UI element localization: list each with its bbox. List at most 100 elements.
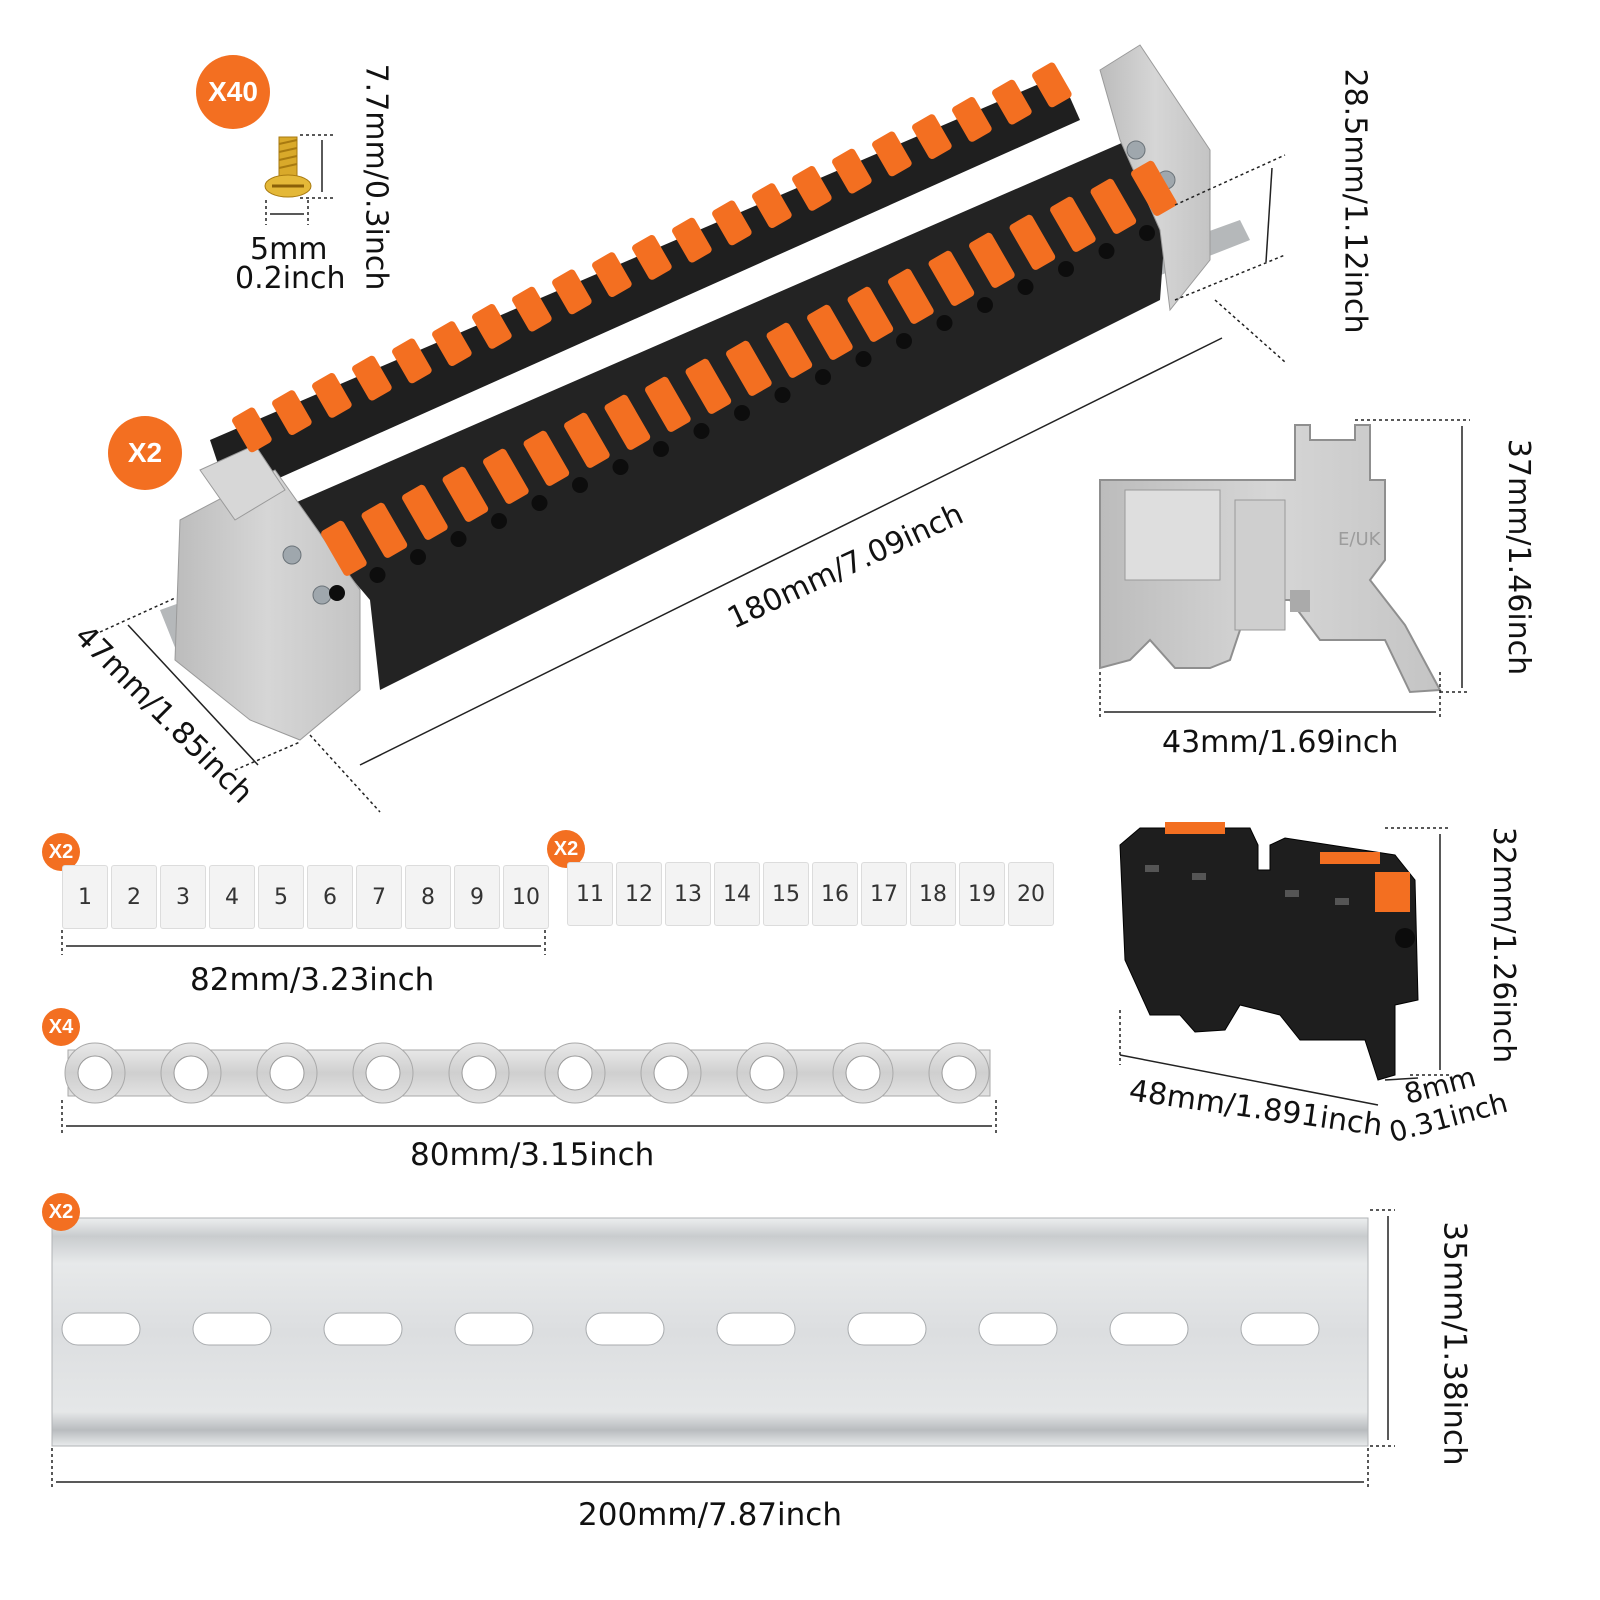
lever (712, 200, 752, 246)
lever (912, 114, 952, 159)
wire-hole (693, 423, 710, 439)
lever (352, 355, 392, 401)
marker-tag: 16 (812, 862, 858, 926)
rail-slot (716, 1312, 796, 1346)
marker-tag: 6 (307, 865, 353, 929)
marker-tag: 3 (160, 865, 206, 929)
block-dimension-lines (1119, 827, 1450, 1106)
lever (928, 250, 975, 331)
wire-hole (450, 531, 467, 547)
din-rail (51, 1217, 1369, 1447)
jumper-dimension-lines (61, 1100, 997, 1135)
terminal-block-assembly (160, 44, 1250, 741)
jumper-length-label: 80mm/3.15inch (410, 1137, 655, 1173)
jumper-hole (749, 1055, 785, 1091)
screw-width-in-label: 0.2inch (235, 261, 346, 296)
marker-tag: 19 (959, 862, 1005, 926)
lever (272, 390, 312, 435)
marker-tag: 18 (910, 862, 956, 926)
jumper-hole (557, 1055, 593, 1091)
lever (442, 466, 489, 547)
wire-hole (815, 369, 831, 385)
wire-hole (410, 549, 426, 565)
lever (672, 217, 712, 263)
lever (432, 321, 472, 366)
marker-tag: 13 (665, 862, 711, 926)
jumper-hole (461, 1055, 497, 1091)
wire-hole (653, 441, 669, 457)
lever (969, 232, 1015, 313)
quantity-badge-markers-a: X2 (42, 833, 80, 871)
lever (232, 407, 272, 453)
wire-hole (572, 477, 588, 493)
assembly-dimension-lines (99, 154, 1286, 813)
lever (564, 412, 610, 493)
wire-hole (936, 315, 953, 331)
quantity-badge-rail: X2 (42, 1193, 80, 1231)
lever (952, 97, 992, 142)
lever (645, 376, 691, 457)
marker-dimension-lines (61, 930, 546, 955)
jumper-hole (269, 1055, 305, 1091)
lever (685, 358, 732, 439)
wire-hole (1139, 225, 1155, 241)
jumper-hole (173, 1055, 209, 1091)
lever (632, 235, 672, 280)
lever (402, 484, 448, 565)
marker-tag: 7 (356, 865, 402, 929)
quantity-badge-markers-b: X2 (547, 830, 585, 868)
marker-tag: 9 (454, 865, 500, 929)
marker-tag: 10 (503, 865, 549, 929)
wire-hole (369, 567, 386, 583)
rail-slot (323, 1312, 403, 1346)
wire-hole (329, 585, 345, 601)
lever (321, 520, 367, 601)
jumper-hole (845, 1055, 881, 1091)
rail-height-label: 35mm/1.38inch (1436, 1221, 1473, 1466)
marker-tag: 5 (258, 865, 304, 929)
lever (1131, 160, 1177, 241)
wire-hole (612, 459, 629, 475)
wire-hole (734, 405, 750, 421)
lever (483, 448, 529, 529)
wire-hole (855, 351, 872, 367)
rail-slot (585, 1312, 665, 1346)
lever (726, 340, 772, 421)
end-stop-height-label: 37mm/1.46inch (1501, 438, 1537, 676)
assembly-height-label: 28.5mm/1.12inch (1337, 68, 1373, 334)
lever (766, 322, 813, 403)
marker-tag: 15 (763, 862, 809, 926)
lever (392, 338, 432, 384)
lever (1032, 62, 1072, 108)
wire-hole (1058, 261, 1074, 277)
jumper-hole (77, 1055, 113, 1091)
lever (1009, 214, 1056, 295)
marker-tag: 17 (861, 862, 907, 926)
marker-tag: 14 (714, 862, 760, 926)
lever (872, 131, 912, 177)
rail-slot (978, 1312, 1058, 1346)
screw-height-label: 7.7mm/0.3inch (358, 63, 394, 291)
lever (512, 286, 552, 332)
screw-dimension-lines (265, 134, 335, 225)
wire-hole (977, 297, 993, 313)
quantity-badge-assembly: X2 (108, 416, 182, 490)
lever (752, 183, 792, 228)
lever (592, 252, 632, 297)
rail-length-label: 200mm/7.87inch (578, 1497, 842, 1533)
lever (604, 394, 651, 475)
lever (847, 286, 894, 367)
quantity-badge-jumpers: X4 (42, 1008, 80, 1046)
marker-tag: 2 (111, 865, 157, 929)
rail-slot (1240, 1312, 1320, 1346)
lever (1050, 196, 1096, 277)
end-stop-label: E/UK (1338, 529, 1382, 550)
rail-slot (192, 1312, 272, 1346)
wire-hole (491, 513, 507, 529)
lever (523, 430, 570, 511)
end-stop-dimension-lines (1099, 419, 1470, 720)
rail-dimension-lines (51, 1209, 1395, 1490)
lever (888, 268, 934, 349)
